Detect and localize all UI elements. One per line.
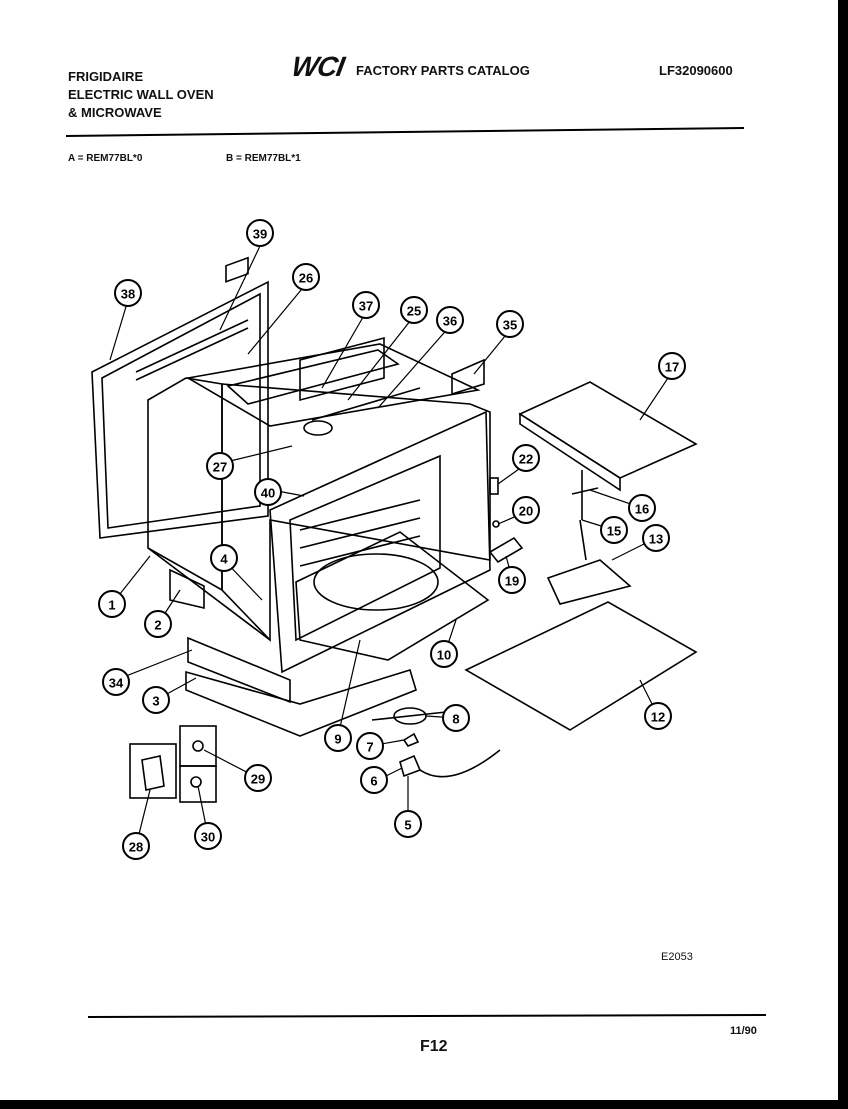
figure-code: E2053 [661, 951, 693, 963]
callout-20: 20 [512, 496, 540, 524]
callout-label: 38 [121, 287, 135, 302]
callout-38: 38 [114, 279, 142, 307]
callout-26: 26 [292, 263, 320, 291]
callout-5: 5 [394, 810, 422, 838]
page-number: F12 [420, 1038, 448, 1055]
callout-8: 8 [442, 704, 470, 732]
callout-label: 40 [261, 486, 275, 501]
callout-label: 27 [213, 460, 227, 475]
callout-label: 20 [519, 504, 533, 519]
bottom-panel-12 [464, 601, 698, 731]
callout-22: 22 [512, 444, 540, 472]
callout-39: 39 [246, 219, 274, 247]
callout-label: 29 [251, 772, 265, 787]
callout-label: 9 [334, 732, 341, 747]
callout-6: 6 [360, 766, 388, 794]
brand-line: FRIGIDAIRE [68, 69, 144, 84]
callout-28: 28 [122, 832, 150, 860]
callout-label: 1 [108, 598, 115, 613]
callout-25: 25 [400, 296, 428, 324]
model-b-label: B = REM77BL*1 [226, 153, 301, 164]
callout-40: 40 [254, 478, 282, 506]
oven-front [269, 410, 491, 674]
callout-label: 10 [437, 648, 451, 663]
parts-artwork [91, 256, 698, 803]
callout-label: 19 [505, 574, 519, 589]
callout-label: 30 [201, 830, 215, 845]
header-rule [65, 127, 745, 137]
callout-29: 29 [244, 764, 272, 792]
callout-label: 8 [452, 712, 459, 727]
wci-logo: WCI [289, 51, 347, 82]
callout-label: 35 [503, 318, 517, 333]
callout-label: 5 [404, 818, 411, 833]
callout-label: 4 [220, 552, 228, 567]
callout-37: 37 [352, 291, 380, 319]
callout-27: 27 [206, 452, 234, 480]
part-box-30 [179, 765, 217, 803]
callout-label: 6 [370, 774, 377, 789]
callout-label: 34 [109, 676, 124, 691]
leader-lines [109, 245, 673, 847]
callout-35: 35 [496, 310, 524, 338]
callout-label: 39 [253, 227, 267, 242]
callout-label: 3 [152, 694, 159, 709]
callout-16: 16 [628, 494, 656, 522]
callout-label: 16 [635, 502, 649, 517]
callout-10: 10 [430, 640, 458, 668]
part-box-28 [129, 743, 177, 799]
callout-label: 26 [299, 271, 313, 286]
callout-3: 3 [142, 686, 170, 714]
callout-7: 7 [356, 732, 384, 760]
callout-19: 19 [498, 566, 526, 594]
glass-tray [295, 531, 490, 661]
callout-label: 25 [407, 304, 421, 319]
callout-17: 17 [658, 352, 686, 380]
callout-label: 2 [154, 618, 161, 633]
catalog-number: LF32090600 [659, 63, 733, 78]
callout-1: 1 [98, 590, 126, 618]
callout-34: 34 [102, 668, 130, 696]
callout-label: 15 [607, 524, 621, 539]
catalog-title: FACTORY PARTS CATALOG [356, 63, 530, 78]
footer-rule [87, 1014, 767, 1018]
brand-block: FRIGIDAIRE ELECTRIC WALL OVEN & MICROWAV… [68, 68, 214, 122]
callout-30: 30 [194, 822, 222, 850]
callout-label: 7 [366, 740, 373, 755]
callout-label: 22 [519, 452, 533, 467]
part-13 [546, 559, 632, 605]
callout-2: 2 [144, 610, 172, 638]
callout-label: 13 [649, 532, 663, 547]
callout-label: 12 [651, 710, 665, 725]
model-a-label: A = REM77BL*0 [68, 153, 143, 164]
callout-label: 37 [359, 299, 373, 314]
part-bracket-35 [451, 358, 485, 396]
callout-4: 4 [210, 544, 238, 572]
brand-line: ELECTRIC WALL OVEN [68, 87, 214, 102]
door-frame [91, 280, 269, 539]
callout-9: 9 [324, 724, 352, 752]
callout-label: 17 [665, 360, 679, 375]
brand-line: & MICROWAVE [68, 105, 162, 120]
callout-15: 15 [600, 516, 628, 544]
callout-12: 12 [644, 702, 672, 730]
callout-13: 13 [642, 524, 670, 552]
callout-label: 36 [443, 314, 457, 329]
revision-date: 11/90 [730, 1025, 757, 1037]
callout-label: 28 [129, 840, 143, 855]
callout-36: 36 [436, 306, 464, 334]
